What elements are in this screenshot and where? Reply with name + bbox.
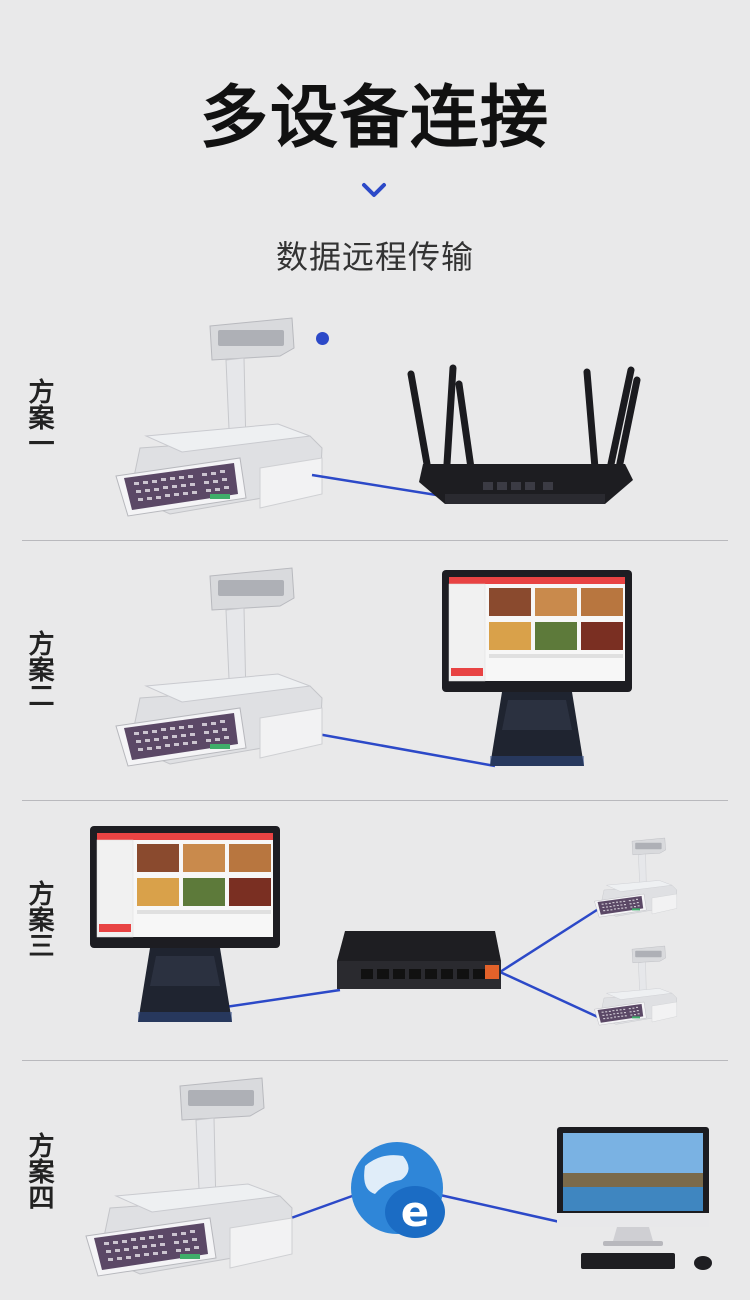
price-scale-small xyxy=(594,945,677,1026)
plan-label-1: 方案一 xyxy=(24,378,54,456)
accent-dot xyxy=(316,332,329,345)
price-scale xyxy=(85,1077,293,1277)
section-divider xyxy=(22,1060,728,1061)
desktop-computer xyxy=(557,1127,712,1270)
svg-text:e: e xyxy=(401,1187,430,1236)
plan-label-3: 方案三 xyxy=(24,880,54,958)
page-title: 多设备连接 xyxy=(199,79,550,158)
page-subtitle: 数据远程传输 xyxy=(275,238,474,276)
plan-label-4: 方案四 xyxy=(24,1132,54,1210)
network-switch xyxy=(337,931,501,989)
price-scale-small xyxy=(594,837,677,918)
wifi-router xyxy=(407,364,641,504)
chevron-down-icon xyxy=(362,183,386,197)
internet-explorer-icon: e xyxy=(351,1142,445,1238)
plan-label-2: 方案二 xyxy=(24,630,54,708)
price-scale xyxy=(115,567,323,767)
section-divider xyxy=(22,540,728,541)
section-divider xyxy=(22,800,728,801)
pos-terminal xyxy=(441,569,633,767)
pos-terminal xyxy=(89,825,281,1023)
